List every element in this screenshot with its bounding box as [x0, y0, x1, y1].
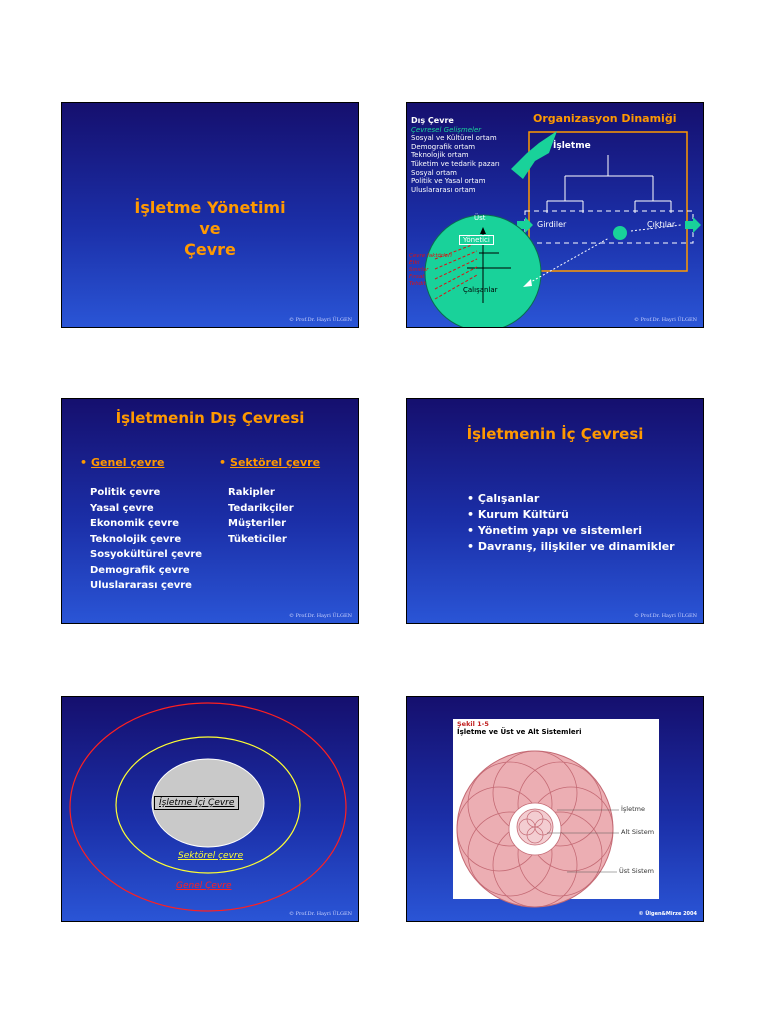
list-item: • Kurum Kültürü — [467, 508, 569, 521]
list-item: Ekonomik çevre — [90, 518, 179, 529]
bullet-icon: • — [80, 456, 88, 469]
company-label: İşletme — [621, 805, 645, 813]
figure-title: İşletme ve Üst ve Alt Sistemleri — [457, 728, 582, 736]
influence-rays — [434, 242, 478, 300]
internal-environment-label: İşletme İçi Çevre — [154, 796, 240, 810]
list-item: Uluslararası çevre — [90, 580, 192, 591]
sectoral-environment-ring — [115, 736, 301, 874]
slide-environment-circles: İşletme İçi Çevre Sektörel çevre Genel Ç… — [61, 696, 359, 922]
slide-title: İşletme Yönetimi ve Çevre © Prof.Dr. Hay… — [61, 102, 359, 328]
copyright: © Prof.Dr. Hayri ÜLGEN — [289, 911, 352, 917]
company-box — [528, 131, 688, 272]
general-environment-ring — [69, 702, 347, 912]
list-item: Politik çevre — [90, 487, 161, 498]
list-item: Teknolojik çevre — [90, 533, 182, 545]
ext-item: Uluslararası ortam — [411, 185, 476, 194]
upper-system-label: Üst Sistem — [619, 867, 654, 875]
output-arrow-icon — [685, 217, 701, 233]
copyright: © Ülgen&Mirze 2004 — [638, 911, 697, 917]
top-label: Üst — [474, 214, 486, 222]
copyright: © Prof.Dr. Hayri ÜLGEN — [634, 317, 697, 323]
organization-diagram — [424, 131, 701, 327]
employees-label: Çalışanlar — [463, 286, 498, 294]
ext-item: Teknolojik ortam — [411, 151, 469, 160]
ext-item: Demografik ortam — [411, 142, 476, 151]
list-item: • Çalışanlar — [467, 492, 540, 505]
systems-diagram — [456, 750, 619, 908]
side-labels: Çevre faktörleri Etki Sınırlar Fırsat Te… — [409, 253, 452, 288]
system-node — [613, 226, 627, 240]
title-line-3: Çevre — [184, 240, 236, 259]
slide-heading: İşletmenin Dış Çevresi — [115, 409, 305, 427]
ext-item: Sosyal ortam — [411, 168, 457, 177]
inputs-label: Girdiler — [537, 220, 567, 229]
general-environment-label: Genel Çevre — [176, 881, 232, 891]
list-item: Sosyokültürel çevre — [90, 549, 203, 560]
list-item: Rakipler — [228, 487, 275, 498]
slide-title-text: İşletme Yönetimi ve Çevre — [62, 197, 358, 260]
list-item: Müşteriler — [228, 518, 287, 529]
slide-systems-figure: Şekil 1-5 İşletme ve Üst ve Alt Sistemle… — [406, 696, 704, 922]
title-line-1: İşletme Yönetimi — [134, 198, 286, 217]
ext-subtitle: Çevresel Gelişmeler — [411, 125, 482, 134]
sectoral-environment-list: Rakipler Tedarikçiler Müşteriler Tüketic… — [228, 485, 294, 547]
manager-label: Yönetici — [459, 235, 494, 245]
list-item: Tüketiciler — [228, 533, 287, 545]
side-label: Fırsat — [409, 274, 425, 280]
list-item: Tedarikçiler — [228, 502, 294, 514]
side-label: Etki — [409, 260, 420, 266]
general-environment-list: Politik çevre Yasal çevre Ekonomik çevre… — [90, 485, 202, 594]
sectoral-environment-label: Sektörel çevre — [178, 851, 244, 861]
title-line-2: ve — [199, 219, 221, 238]
ext-item: Tüketim ve tedarik pazarı — [411, 159, 500, 168]
list-item: Demografik çevre — [90, 564, 190, 576]
company-label: İşletme — [553, 141, 591, 151]
ext-title: Dış Çevre — [411, 116, 454, 125]
subsystem-label: Alt Sistem — [621, 828, 655, 836]
slide-internal-environment: İşletmenin İç Çevresi • Çalışanlar • Kur… — [406, 398, 704, 624]
org-title: Organizasyon Dinamiği — [533, 112, 677, 125]
copyright: © Prof.Dr. Hayri ÜLGEN — [289, 317, 352, 323]
ext-item: Politik ve Yasal ortam — [411, 177, 486, 186]
figure-number: Şekil 1-5 — [457, 720, 489, 728]
list-item: • Yönetim yapı ve sistemleri — [467, 524, 642, 537]
slide-organization-dynamics: Dış Çevre Çevresel Gelişmeler Sosyal ve … — [406, 102, 704, 328]
sectoral-environment-heading: •Sektörel çevre — [219, 456, 321, 469]
general-environment-heading: •Genel çevre — [80, 456, 165, 469]
ext-item: Sosyal ve Kültürel ortam — [411, 134, 497, 143]
external-environment-list: Dış Çevre Çevresel Gelişmeler Sosyal ve … — [411, 116, 500, 194]
internal-environment-list: • Çalışanlar • Kurum Kültürü • Yönetim y… — [467, 491, 675, 555]
copyright: © Prof.Dr. Hayri ÜLGEN — [289, 613, 352, 619]
bullet-icon: • — [219, 456, 227, 469]
slide-heading: İşletmenin İç Çevresi — [466, 425, 644, 443]
outputs-label: Çıktılar — [647, 220, 676, 229]
slide-external-environment: İşletmenin Dış Çevresi •Genel çevre •Sek… — [61, 398, 359, 624]
list-item: • Davranış, ilişkiler ve dinamikler — [467, 540, 675, 553]
environment-arrow-icon — [511, 131, 557, 179]
side-label: Çevre faktörleri — [409, 253, 452, 259]
copyright: © Prof.Dr. Hayri ÜLGEN — [634, 613, 697, 619]
side-label: Tehdit — [409, 281, 426, 287]
list-item: Yasal çevre — [90, 502, 154, 514]
side-label: Sınırlar — [409, 267, 429, 273]
